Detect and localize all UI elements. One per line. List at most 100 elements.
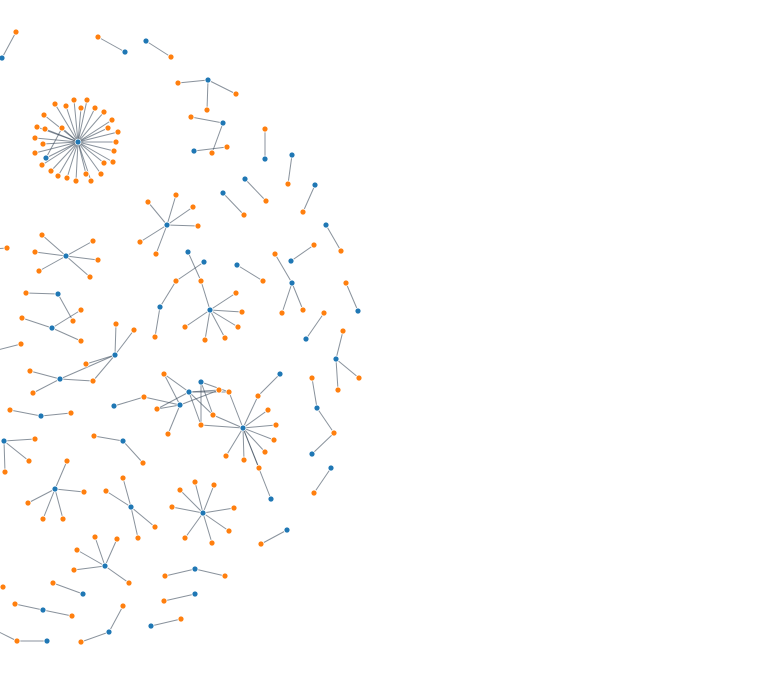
graph-node-orange[interactable] <box>194 222 202 230</box>
graph-node-orange[interactable] <box>49 579 57 587</box>
graph-node-orange[interactable] <box>35 267 43 275</box>
graph-node-orange[interactable] <box>330 429 338 437</box>
graph-node-orange[interactable] <box>140 393 148 401</box>
graph-node-orange[interactable] <box>164 430 172 438</box>
graph-node-orange[interactable] <box>26 367 34 375</box>
graph-node-blue[interactable] <box>110 402 118 410</box>
graph-node-blue[interactable] <box>0 54 6 62</box>
graph-node-orange[interactable] <box>102 487 110 495</box>
graph-node-orange[interactable] <box>355 374 363 382</box>
graph-node-blue[interactable] <box>147 622 155 630</box>
graph-node-blue[interactable] <box>62 252 70 260</box>
graph-node-orange[interactable] <box>240 211 248 219</box>
graph-node-blue[interactable] <box>219 119 227 127</box>
graph-node-orange[interactable] <box>278 309 286 317</box>
graph-node-orange[interactable] <box>310 489 318 497</box>
graph-node-orange[interactable] <box>112 320 120 328</box>
graph-node-orange[interactable] <box>90 432 98 440</box>
graph-node-orange[interactable] <box>68 612 76 620</box>
graph-node-orange[interactable] <box>73 546 81 554</box>
graph-node-orange[interactable] <box>33 123 41 131</box>
graph-node-blue[interactable] <box>241 175 249 183</box>
graph-node-orange[interactable] <box>262 197 270 205</box>
graph-node-blue[interactable] <box>142 37 150 45</box>
graph-node-orange[interactable] <box>339 327 347 335</box>
graph-node-orange[interactable] <box>232 289 240 297</box>
graph-node-blue[interactable] <box>199 509 207 517</box>
graph-node-orange[interactable] <box>39 515 47 523</box>
graph-node-orange[interactable] <box>86 273 94 281</box>
graph-node-orange[interactable] <box>225 388 233 396</box>
graph-node-orange[interactable] <box>77 337 85 345</box>
graph-node-orange[interactable] <box>89 377 97 385</box>
graph-node-blue[interactable] <box>200 258 208 266</box>
graph-node-orange[interactable] <box>25 457 33 465</box>
graph-node-orange[interactable] <box>257 540 265 548</box>
graph-node-orange[interactable] <box>197 277 205 285</box>
graph-node-orange[interactable] <box>40 111 48 119</box>
graph-node-orange[interactable] <box>299 306 307 314</box>
graph-node-blue[interactable] <box>105 628 113 636</box>
graph-node-orange[interactable] <box>201 336 209 344</box>
graph-node-orange[interactable] <box>234 323 242 331</box>
graph-node-orange[interactable] <box>221 334 229 342</box>
graph-node-orange[interactable] <box>299 208 307 216</box>
graph-node-orange[interactable] <box>181 534 189 542</box>
graph-node-orange[interactable] <box>91 104 99 112</box>
graph-node-orange[interactable] <box>69 317 77 325</box>
graph-node-blue[interactable] <box>276 370 284 378</box>
graph-node-orange[interactable] <box>310 241 318 249</box>
graph-node-orange[interactable] <box>136 238 144 246</box>
graph-node-orange[interactable] <box>160 370 168 378</box>
graph-node-orange[interactable] <box>94 256 102 264</box>
graph-node-orange[interactable] <box>255 464 263 472</box>
graph-node-orange[interactable] <box>119 602 127 610</box>
graph-node-orange[interactable] <box>254 392 262 400</box>
graph-node-blue[interactable] <box>43 637 51 645</box>
graph-node-blue[interactable] <box>311 181 319 189</box>
graph-node-blue[interactable] <box>42 154 50 162</box>
graph-node-orange[interactable] <box>87 177 95 185</box>
graph-node-orange[interactable] <box>31 435 39 443</box>
graph-node-orange[interactable] <box>3 244 11 252</box>
graph-node-orange[interactable] <box>151 523 159 531</box>
graph-node-blue[interactable] <box>127 503 135 511</box>
graph-node-orange[interactable] <box>174 79 182 87</box>
graph-node-orange[interactable] <box>83 96 91 104</box>
graph-node-orange[interactable] <box>13 637 21 645</box>
graph-node-orange[interactable] <box>144 198 152 206</box>
graph-node-blue[interactable] <box>288 279 296 287</box>
graph-node-orange[interactable] <box>0 583 7 591</box>
graph-node-orange[interactable] <box>18 314 26 322</box>
graph-node-orange[interactable] <box>62 102 70 110</box>
graph-node-blue[interactable] <box>79 590 87 598</box>
graph-node-orange[interactable] <box>181 323 189 331</box>
graph-node-blue[interactable] <box>190 147 198 155</box>
graph-node-orange[interactable] <box>134 534 142 542</box>
graph-node-orange[interactable] <box>139 459 147 467</box>
graph-node-orange[interactable] <box>59 515 67 523</box>
graph-node-blue[interactable] <box>206 306 214 314</box>
graph-node-blue[interactable] <box>287 257 295 265</box>
graph-node-blue[interactable] <box>239 424 247 432</box>
graph-node-orange[interactable] <box>342 279 350 287</box>
graph-node-orange[interactable] <box>110 147 118 155</box>
graph-node-orange[interactable] <box>225 527 233 535</box>
graph-node-orange[interactable] <box>41 125 49 133</box>
graph-node-orange[interactable] <box>176 486 184 494</box>
graph-node-orange[interactable] <box>77 306 85 314</box>
graph-node-orange[interactable] <box>320 309 328 317</box>
graph-node-orange[interactable] <box>261 448 269 456</box>
graph-node-orange[interactable] <box>272 421 280 429</box>
graph-node-orange[interactable] <box>189 203 197 211</box>
graph-node-orange[interactable] <box>11 600 19 608</box>
graph-node-orange[interactable] <box>70 566 78 574</box>
graph-node-orange[interactable] <box>264 406 272 414</box>
graph-node-blue[interactable] <box>302 335 310 343</box>
graph-node-blue[interactable] <box>313 404 321 412</box>
graph-node-orange[interactable] <box>209 411 217 419</box>
graph-node-orange[interactable] <box>337 247 345 255</box>
graph-node-orange[interactable] <box>308 374 316 382</box>
graph-node-orange[interactable] <box>208 539 216 547</box>
